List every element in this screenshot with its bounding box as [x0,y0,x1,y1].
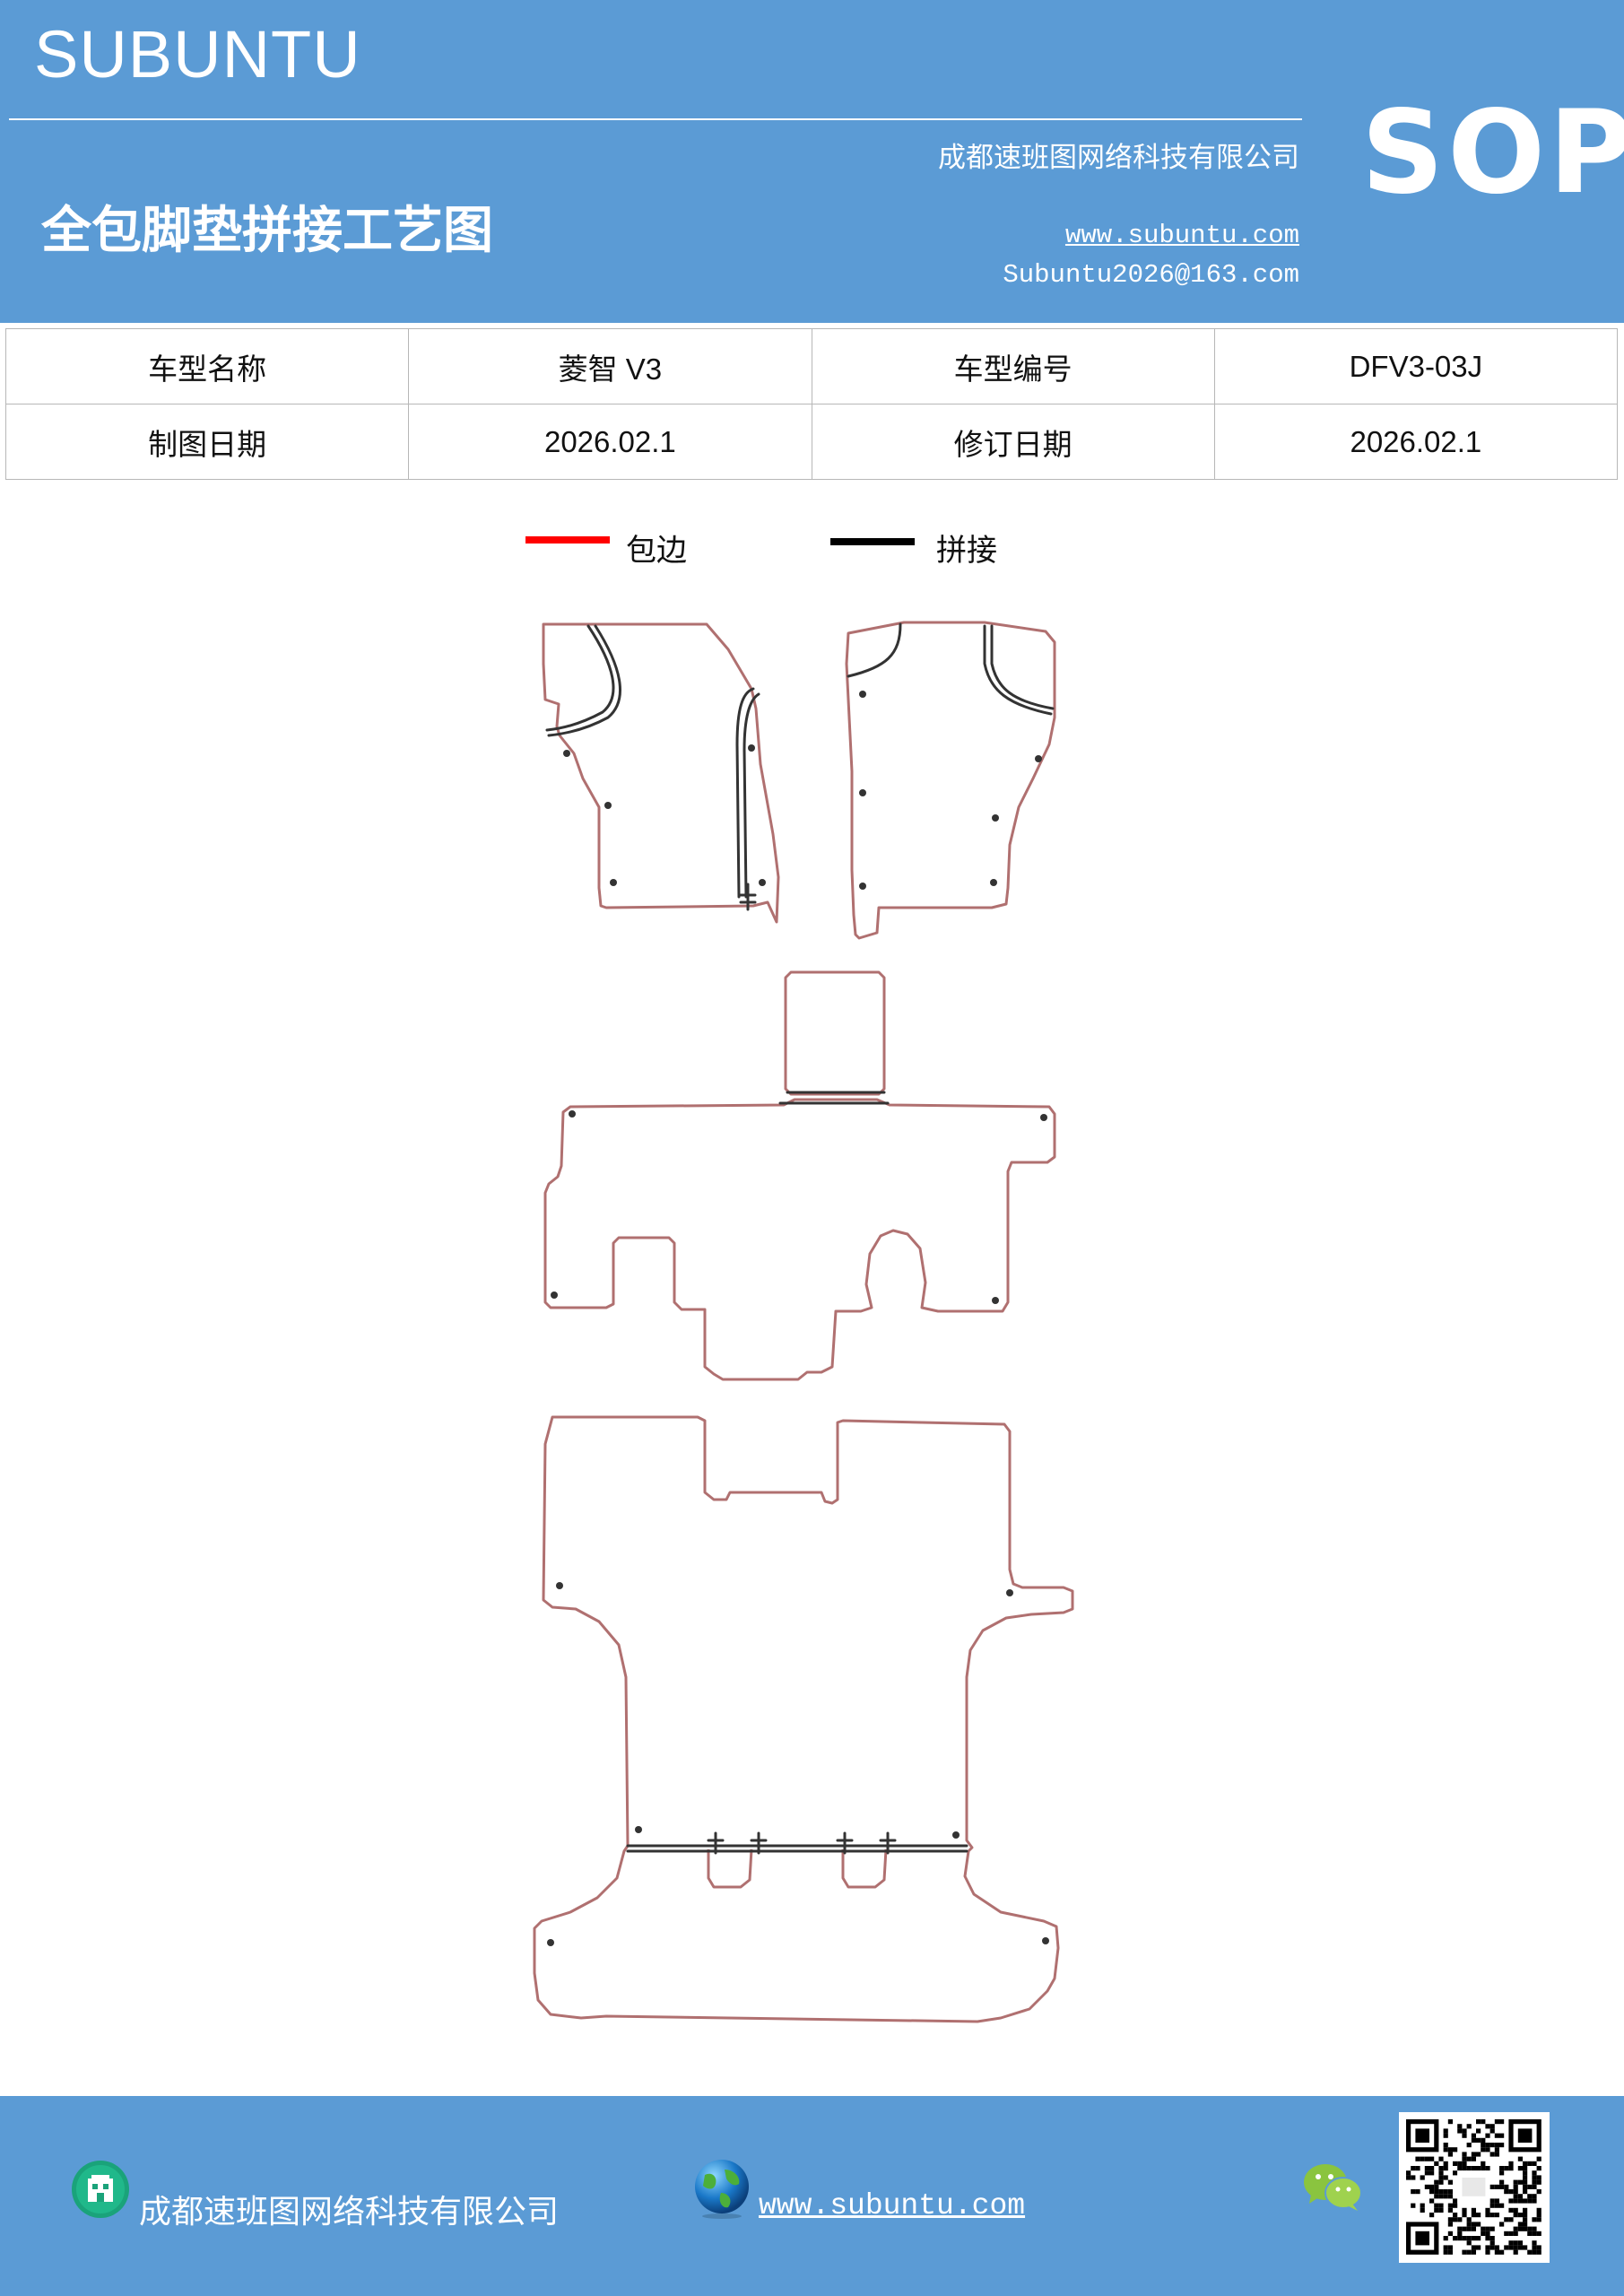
mount-hole [610,879,617,886]
model-code-label: 车型编号 [811,328,1215,404]
draw-date-value: 2026.02.1 [408,404,812,480]
stitch-mark [707,1831,725,1855]
front-left-mat [542,622,780,924]
draw-date-label: 制图日期 [4,404,410,480]
legend-join-swatch [830,538,915,545]
model-name-value: 菱智 V3 [408,328,812,404]
legend-edge-label: 包边 [626,533,687,569]
stitch-mark [739,883,757,911]
table-row: 制图日期 2026.02.1 修订日期 2026.02.1 [4,404,1619,480]
mount-hole [1006,1589,1013,1596]
footer-company: 成都速班图网络科技有限公司 [139,2194,560,2231]
header: SUBUNTU 成都速班图网络科技有限公司 全包脚垫拼接工艺图 www.subu… [0,0,1624,323]
model-code-value: DFV3-03J [1213,328,1619,404]
stitch-mark [879,1831,897,1855]
legend-edge-swatch [525,536,610,544]
mount-hole [859,883,866,890]
mount-hole [1035,755,1042,762]
mount-hole [759,879,766,886]
rear-tab-right [841,1848,888,1889]
sop-badge: SOP [1361,86,1624,220]
revise-date-label: 修订日期 [811,404,1215,480]
floor-mat-diagram [533,621,1074,2023]
model-name-label: 车型名称 [4,328,410,404]
front-right-mat [845,621,1056,940]
front-left-side-seam-outer [735,687,755,899]
mount-hole [1040,1114,1047,1121]
front-right-curl-seam [847,622,902,678]
footer-website-link[interactable]: www.subuntu.com [759,2189,1026,2222]
page-title: 全包脚垫拼接工艺图 [41,201,493,260]
mount-hole [556,1582,563,1589]
mount-hole [604,802,612,809]
center-tunnel-panel [784,970,886,1096]
mount-hole [952,1831,960,1839]
stitch-mark [750,1831,768,1855]
globe-icon [695,2160,749,2219]
front-right-corner-seam-outer [983,624,1053,716]
mount-hole [547,1939,554,1946]
mount-hole [563,750,570,757]
header-divider [9,118,1302,120]
mount-hole [748,744,755,752]
header-company: 成都速班图网络科技有限公司 [938,142,1299,174]
building-icon [72,2161,129,2218]
mount-hole [1042,1937,1049,1944]
qr-code [1399,2112,1550,2263]
front-right-corner-seam-inner [990,624,1055,710]
middle-row-mat [543,1098,1056,1381]
brand-logo-text: SUBUNTU [34,17,361,91]
mount-hole [990,879,997,886]
mount-hole [992,1297,999,1304]
rear-row-mat [533,1415,1074,2023]
front-left-corner-seam-inner [547,624,621,737]
mount-hole [569,1110,576,1118]
front-left-corner-seam-outer [545,624,615,732]
table-row: 车型名称 菱智 V3 车型编号 DFV3-03J [4,328,1619,404]
header-website-link[interactable]: www.subuntu.com [1064,221,1299,250]
mount-hole [635,1826,642,1833]
revise-date-value: 2026.02.1 [1213,404,1619,480]
wechat-icon[interactable] [1302,2161,1363,2214]
legend-join-label: 拼接 [936,533,997,569]
mount-hole [859,691,866,698]
front-left-side-seam-inner [743,692,760,899]
footer: 成都速班图网络科技有限公司 www.subuntu.com [0,2096,1624,2296]
mount-hole [992,814,999,822]
header-email: Subuntu2026@163.com [1003,260,1299,290]
info-table: 车型名称 菱智 V3 车型编号 DFV3-03J 制图日期 2026.02.1 … [4,328,1619,480]
mount-hole [859,789,866,796]
mount-hole [551,1292,558,1299]
rear-tab-left [707,1848,753,1889]
stitch-mark [836,1831,854,1855]
